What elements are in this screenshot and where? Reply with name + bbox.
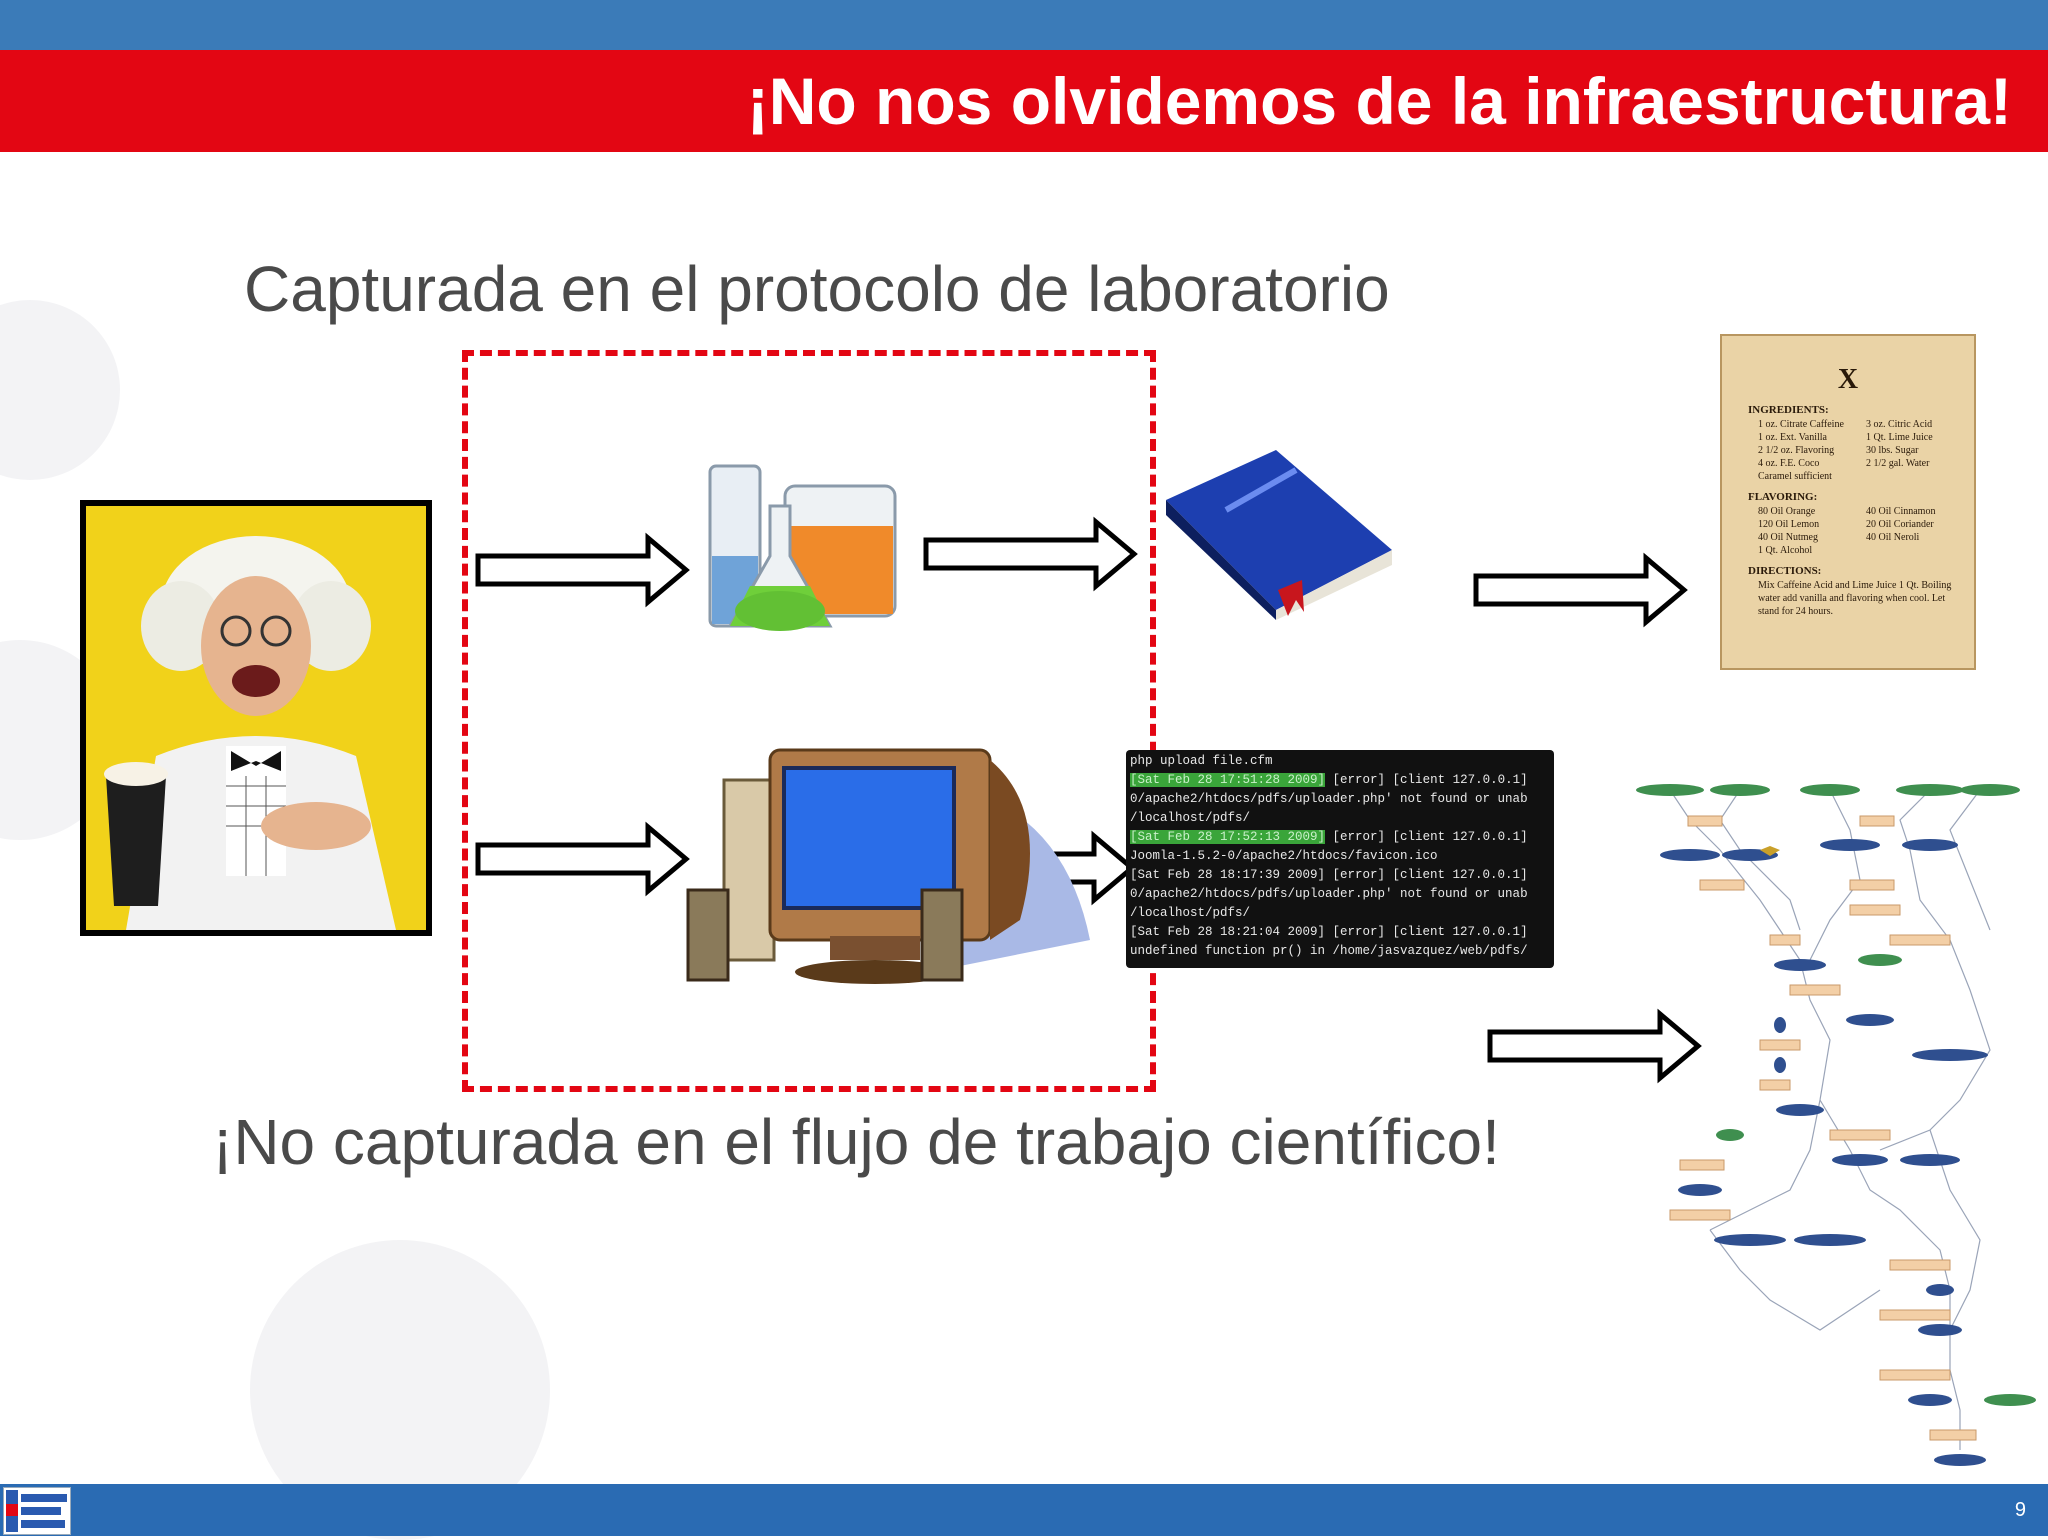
terminal-line: /localhost/pdfs/ xyxy=(1130,906,1251,920)
institution-logo xyxy=(3,1487,71,1535)
recipe-mark: X xyxy=(1837,364,1859,395)
terminal-line: Joomla-1.5.2-0/apache2/htdocs/favicon.ic… xyxy=(1130,849,1438,863)
slide-title: ¡No nos olvidemos de la infraestructura! xyxy=(746,64,2012,138)
terminal-line: undefined function pr() in /home/jasvazq… xyxy=(1130,944,1528,958)
terminal-line: [Sat Feb 28 18:17:39 2009] [error] [clie… xyxy=(1130,868,1528,882)
bottom-band xyxy=(0,1484,2048,1536)
terminal-line: 0/apache2/htdocs/pdfs/uploader.php' not … xyxy=(1130,792,1528,806)
captured-caption: Capturada en el protocolo de laboratorio xyxy=(244,253,1390,325)
protocol-boundary xyxy=(462,350,1156,1092)
list-item: Caramel sufficient xyxy=(1758,471,1832,482)
page-number: 9 xyxy=(2014,1499,2026,1521)
terminal-log: php upload file.cfm [Sat Feb 28 17:51:28… xyxy=(1126,750,1554,968)
terminal-line: [Sat Feb 28 18:21:04 2009] [error] [clie… xyxy=(1130,925,1528,939)
directions-heading: DIRECTIONS: xyxy=(1748,565,1822,577)
list-item: 1 Qt. Alcohol xyxy=(1758,545,1813,556)
scientist-photo xyxy=(80,500,432,936)
top-band xyxy=(0,0,2048,50)
terminal-line: 0/apache2/htdocs/pdfs/uploader.php' not … xyxy=(1130,887,1528,901)
arrow-icon xyxy=(1473,552,1688,628)
computer-icon xyxy=(680,740,1100,990)
terminal-line: /localhost/pdfs/ xyxy=(1130,811,1251,825)
ingredients-heading: INGREDIENTS: xyxy=(1748,404,1829,416)
flavoring-heading: FLAVORING: xyxy=(1748,491,1818,503)
book-icon xyxy=(1156,440,1400,620)
not-captured-caption: ¡No capturada en el flujo de trabajo cie… xyxy=(212,1106,1500,1178)
terminal-line: php upload file.cfm xyxy=(1130,754,1273,768)
terminal-line: [Sat Feb 28 17:52:13 2009] [error] [clie… xyxy=(1130,830,1528,844)
terminal-line: [Sat Feb 28 17:51:28 2009] [error] [clie… xyxy=(1130,773,1528,787)
title-band xyxy=(0,50,2048,152)
background-decoration xyxy=(0,300,120,480)
workflow-graph xyxy=(1630,770,2038,1480)
directions-text: Mix Caffeine Acid and Lime Juice 1 Qt. B… xyxy=(1758,580,1952,617)
lab-glassware-icon xyxy=(690,446,910,646)
